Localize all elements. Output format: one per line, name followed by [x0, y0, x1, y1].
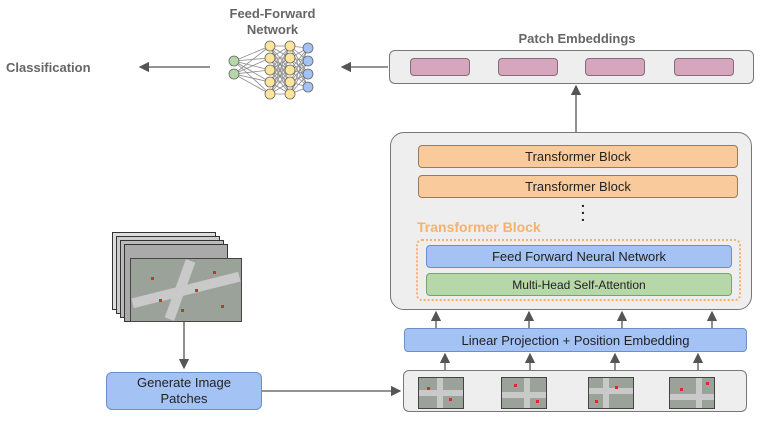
aerial-image-stack — [112, 232, 242, 324]
patch-embeddings-title: Patch Embeddings — [518, 31, 636, 46]
image-patch-thumbnail — [588, 377, 634, 409]
ffn-title-line2: Network — [246, 22, 299, 37]
ffn-network-icon — [228, 40, 314, 100]
ffn-title-line1: Feed-Forward — [229, 6, 316, 21]
mhsa-box: Multi-Head Self-Attention — [426, 273, 732, 296]
patch-embedding-token — [674, 58, 734, 76]
transformer-panel: Transformer Block Transformer Block . . … — [390, 132, 752, 310]
transformer-block: Transformer Block — [418, 145, 738, 168]
ffn-title: Feed-Forward Network — [210, 6, 335, 38]
classification-label: Classification — [6, 60, 91, 75]
patch-embeddings-panel — [389, 50, 754, 84]
image-patch-thumbnail — [501, 377, 547, 409]
feed-forward-nn-box: Feed Forward Neural Network — [426, 245, 732, 268]
transformer-block-detail: Feed Forward Neural Network Multi-Head S… — [416, 239, 741, 301]
image-patch-thumbnail — [669, 377, 715, 409]
aerial-image — [130, 258, 242, 322]
linear-projection-box: Linear Projection + Position Embedding — [404, 328, 747, 352]
image-patches-row — [403, 370, 747, 412]
transformer-block-detail-title: Transformer Block — [417, 219, 541, 235]
image-patch-thumbnail — [418, 377, 464, 409]
patch-embedding-token — [585, 58, 645, 76]
transformer-block: Transformer Block — [418, 175, 738, 198]
generate-patches-box: Generate Image Patches — [106, 372, 262, 410]
patch-embedding-token — [410, 58, 470, 76]
ellipsis: . . . — [581, 194, 585, 224]
patch-embedding-token — [498, 58, 558, 76]
